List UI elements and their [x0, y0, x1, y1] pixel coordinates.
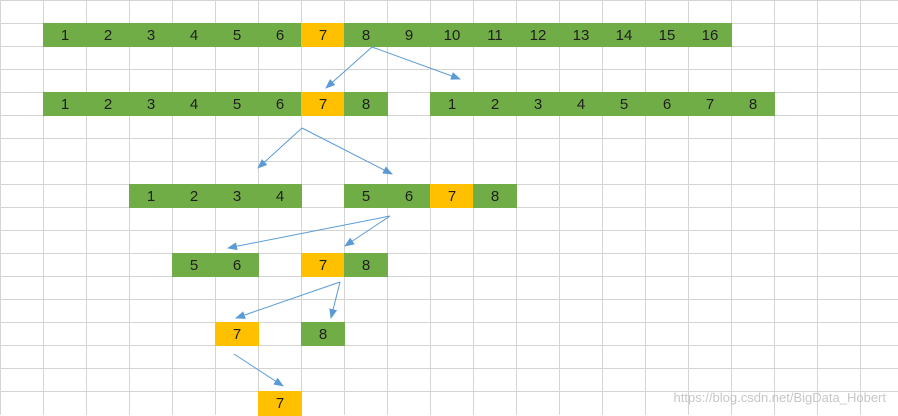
row-2-left-cell: 4 — [172, 92, 216, 116]
row-1-cell: 5 — [215, 23, 259, 47]
row-2-left-cell: 3 — [129, 92, 173, 116]
row-3-left-cell: 2 — [172, 184, 216, 208]
row-6-cell: 7 — [258, 391, 302, 416]
row-4-left-cell: 6 — [215, 253, 259, 277]
row-1-cell: 1 — [43, 23, 87, 47]
row-2-left-cell: 7 — [301, 92, 345, 116]
split-arrow — [329, 281, 341, 319]
row-2-right-cell: 5 — [602, 92, 646, 116]
row-2-left-cell: 2 — [86, 92, 130, 116]
row-1-cell: 9 — [387, 23, 431, 47]
row-1-cell: 8 — [344, 23, 388, 47]
split-arrow — [301, 127, 393, 175]
row-2-right-cell: 3 — [516, 92, 560, 116]
split-arrow — [233, 353, 284, 387]
row-1-cell: 2 — [86, 23, 130, 47]
row-1-cell: 16 — [688, 23, 732, 47]
split-arrow — [227, 215, 391, 251]
row-2-right-cell: 4 — [559, 92, 603, 116]
split-arrow — [325, 46, 373, 89]
row-1-cell: 12 — [516, 23, 560, 47]
row-3-right-cell: 8 — [473, 184, 517, 208]
row-2-right-cell: 2 — [473, 92, 517, 116]
row-1-cell: 13 — [559, 23, 603, 47]
row-2-right-cell: 8 — [731, 92, 775, 116]
row-2-left-cell: 1 — [43, 92, 87, 116]
row-5-left-cell: 7 — [215, 322, 259, 346]
row-2-left-cell: 6 — [258, 92, 302, 116]
row-1-cell: 7 — [301, 23, 345, 47]
row-2-left-cell: 5 — [215, 92, 259, 116]
row-3-left-cell: 4 — [258, 184, 302, 208]
split-arrow — [235, 281, 341, 319]
row-1-cell: 3 — [129, 23, 173, 47]
row-2-right-cell: 7 — [688, 92, 732, 116]
row-3-left-cell: 3 — [215, 184, 259, 208]
row-3-left-cell: 1 — [129, 184, 173, 208]
row-4-left-cell: 5 — [172, 253, 216, 277]
row-1-cell: 4 — [172, 23, 216, 47]
split-arrow — [257, 127, 303, 169]
row-1-cell: 6 — [258, 23, 302, 47]
row-2-left-cell: 8 — [344, 92, 388, 116]
row-5-right-cell: 8 — [301, 322, 345, 346]
row-1-cell: 11 — [473, 23, 517, 47]
row-3-right-cell: 5 — [344, 184, 388, 208]
row-2-right-cell: 1 — [430, 92, 474, 116]
row-1-cell: 15 — [645, 23, 689, 47]
row-4-right-cell: 8 — [344, 253, 388, 277]
row-4-right-cell: 7 — [301, 253, 345, 277]
watermark-text: https://blog.csdn.net/BigData_Hobert — [673, 390, 886, 405]
row-2-right-cell: 6 — [645, 92, 689, 116]
split-arrow — [344, 215, 391, 247]
row-1-cell: 14 — [602, 23, 646, 47]
row-1-cell: 10 — [430, 23, 474, 47]
split-arrow — [371, 46, 461, 80]
row-3-right-cell: 6 — [387, 184, 431, 208]
row-3-right-cell: 7 — [430, 184, 474, 208]
